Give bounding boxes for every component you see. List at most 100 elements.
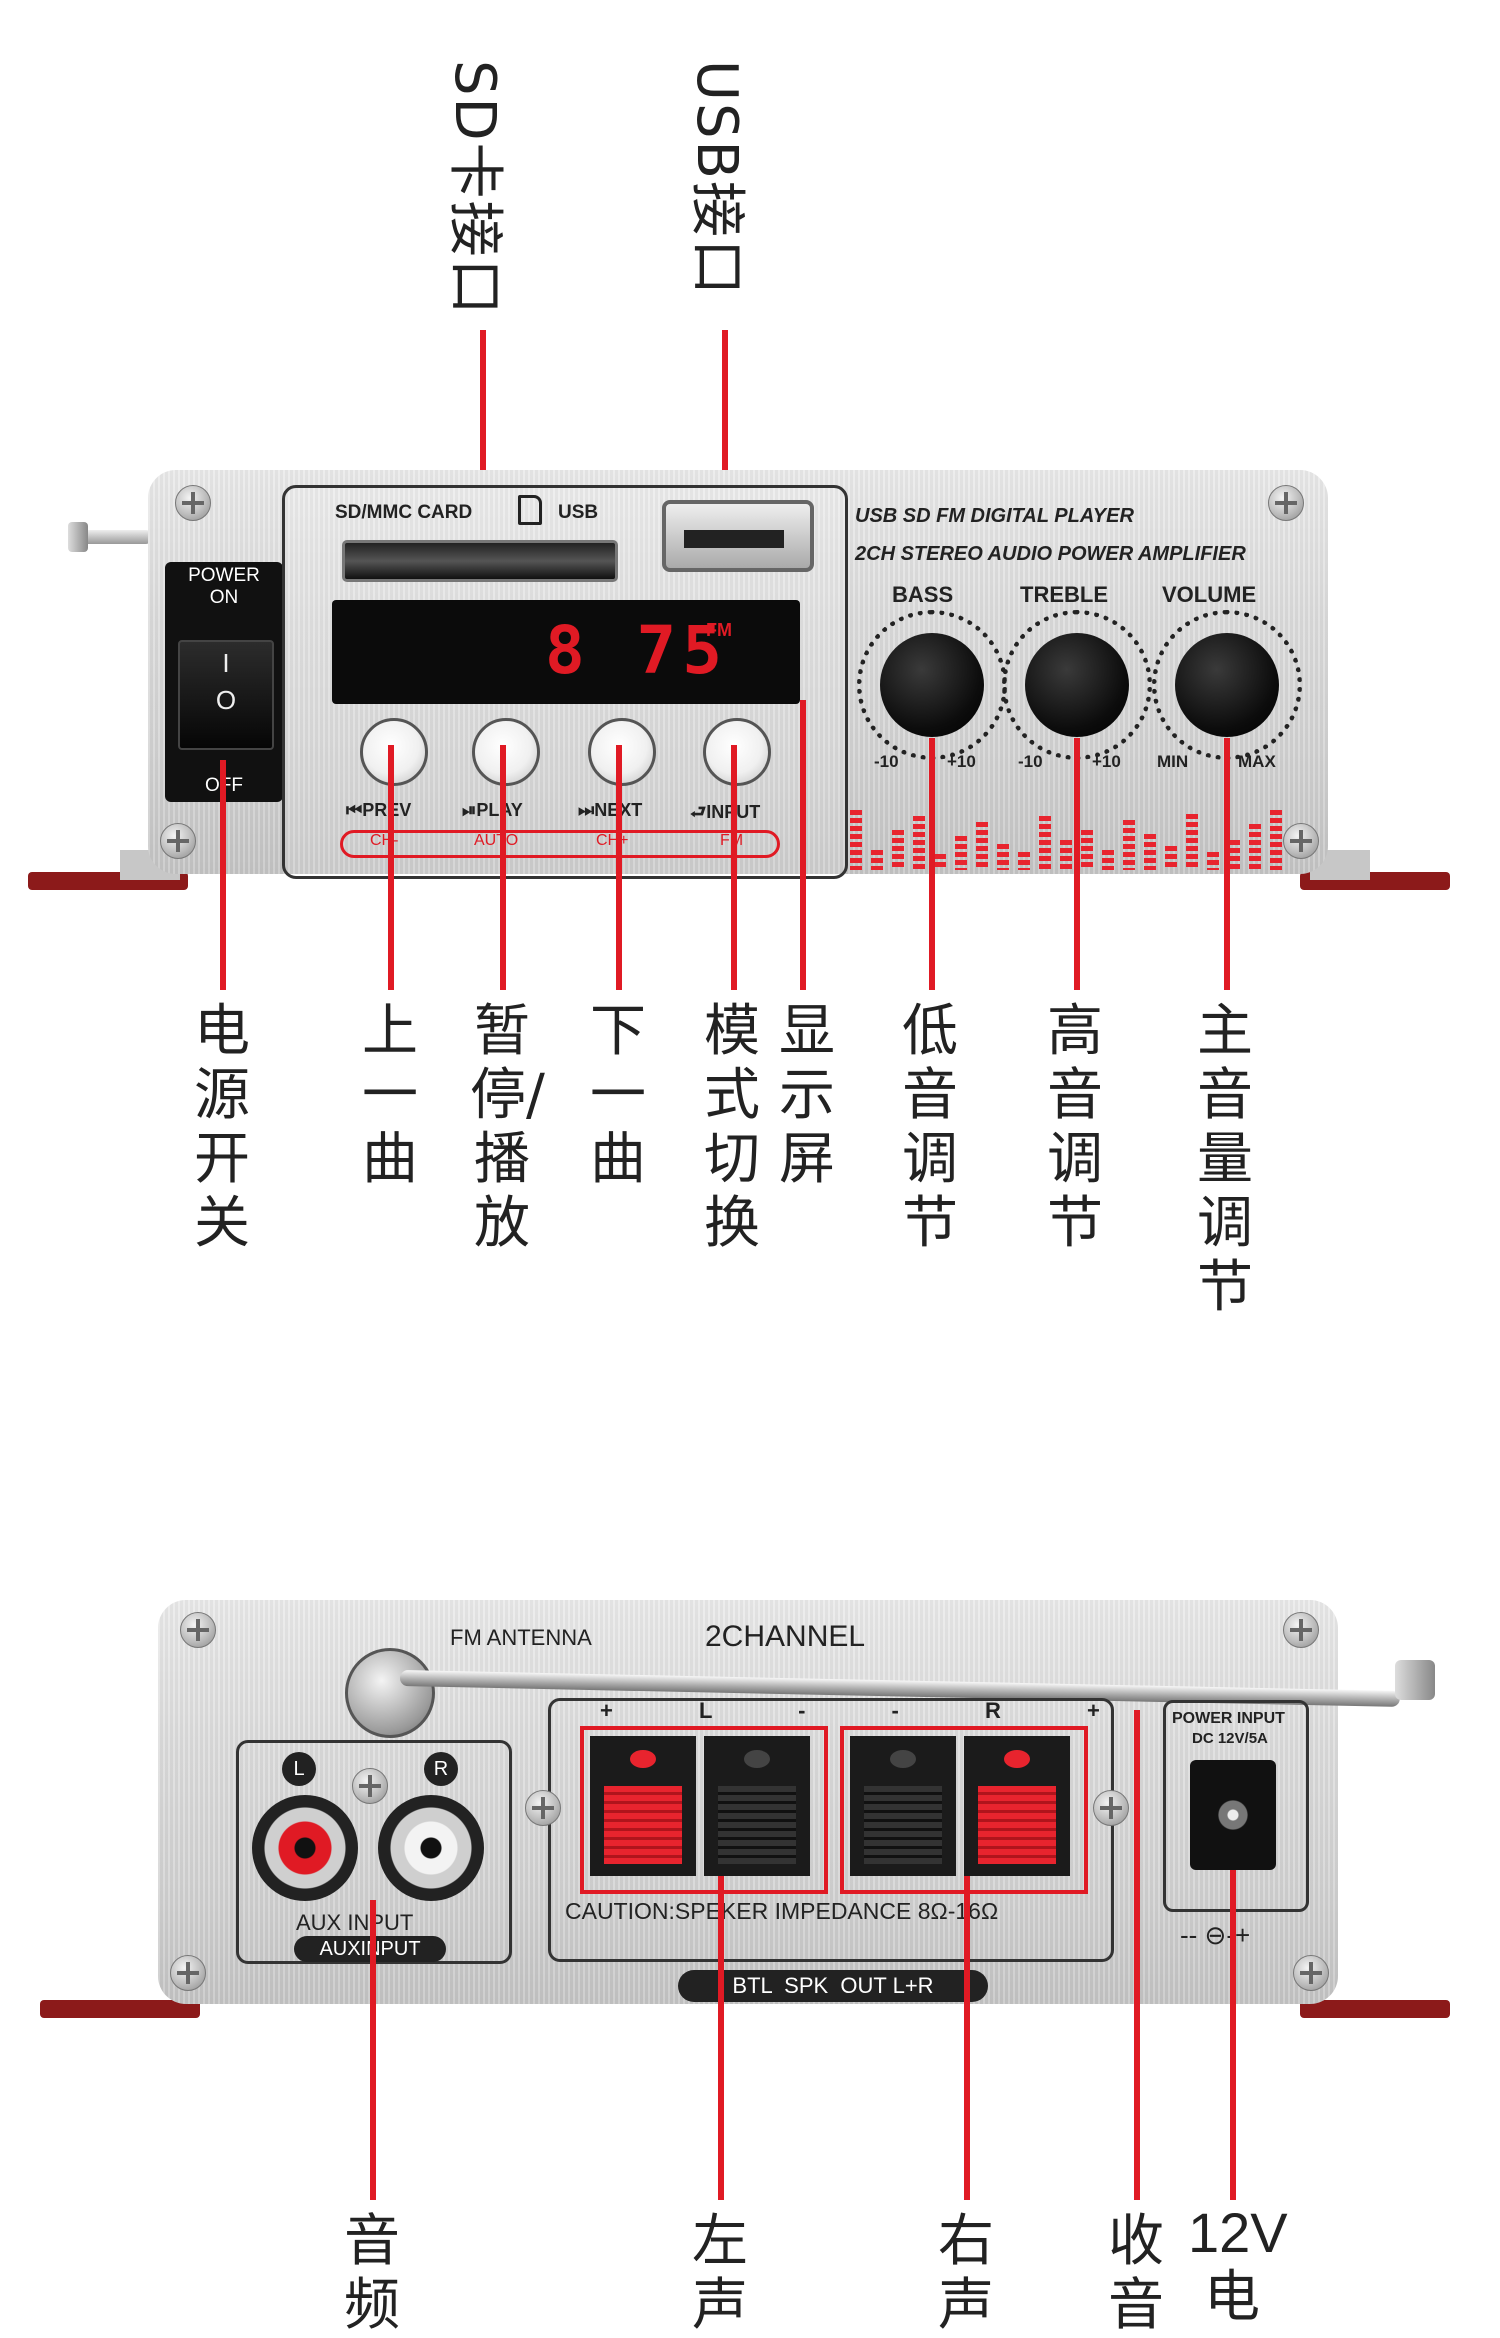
product-title-line1: USB SD FM DIGITAL PLAYER [855,505,1134,527]
screw-icon [180,1612,216,1648]
label-display: 显示屏 [779,999,835,1192]
next-button[interactable] [588,718,656,786]
ch-minus-label: CH- [370,832,399,849]
volume-knob[interactable] [1175,633,1279,737]
switch-on-mark: I [222,648,230,678]
screw-icon [1093,1790,1129,1826]
volume-max: MAX [1238,752,1276,771]
caution-label: CAUTION:SPEKER IMPEDANCE 8Ω-16Ω [565,1898,999,1924]
product-title-line2: 2CH STEREO AUDIO POWER AMPLIFIER [855,543,1246,565]
label-right-speaker: 右声 [938,2209,994,2338]
right-minus-terminal[interactable] [850,1736,956,1876]
callout-line-left-speaker [718,1876,724,2200]
auto-label: AUTO [474,832,519,849]
equalizer-bar [1081,830,1093,870]
right-foot [1300,2000,1450,2018]
screw-icon [352,1768,388,1804]
rca-left-jack[interactable] [252,1795,358,1901]
callout-usb-port: USB接口 [684,60,749,297]
equalizer-bar [1102,850,1114,870]
equalizer-bar [1165,846,1177,870]
equalizer-bar [1207,852,1219,870]
callout-line-prev [388,745,394,990]
input-mode-button[interactable] [703,718,771,786]
ch-plus-label: CH+ [596,832,629,849]
equalizer-bar [934,854,946,870]
callout-line-power [220,760,226,990]
switch-off-mark: O [215,685,237,715]
power-switch[interactable]: I O [178,640,274,750]
equalizer-bar [1039,816,1051,870]
treble-min: -10 [1018,752,1043,771]
label-treble-adjust: 高音调节 [1047,999,1103,1256]
left-plus-terminal[interactable] [590,1736,696,1876]
callout-line-power-input [1230,1870,1236,2200]
aux-l-badge: L [282,1752,316,1786]
screw-icon [1283,823,1319,859]
label-power-char: 电 [1204,2265,1260,2330]
callout-line-bass [929,738,935,990]
display-frequency: 8 75 [545,612,728,689]
bass-label: BASS [892,582,954,607]
antenna-base [345,1648,435,1738]
display-fm-indicator: FM [706,620,732,640]
callout-sd-card-slot: SD卡接口 [442,60,507,317]
equalizer-bar [871,850,883,870]
equalizer-bar [1060,840,1072,870]
label-play-pause: 暂停/播放 [470,999,545,1256]
equalizer-bar [1144,834,1156,870]
callout-line-treble [1074,738,1080,990]
sd-mmc-label: SD/MMC CARD [335,502,473,523]
left-speaker-terminal-group [580,1726,828,1894]
label-volume-adjust: 主音量调节 [1197,999,1253,1320]
equalizer-bar [997,844,1009,870]
equalizer-bar [1249,824,1261,870]
sd-card-slot[interactable] [342,540,618,582]
volume-min: MIN [1157,752,1189,771]
button-subtitle-bar [340,830,780,858]
label-antenna: 收音 [1108,2209,1164,2338]
antenna-tip [1395,1660,1435,1700]
usb-label: USB [558,502,599,523]
rca-right-jack[interactable] [378,1795,484,1901]
bass-min: -10 [874,752,899,771]
label-mode-switch: 模式切换 [704,999,760,1256]
callout-line-play [500,745,506,990]
fm-antenna-label: FM ANTENNA [450,1625,592,1650]
callout-line-aux [370,1900,376,2200]
dc-power-jack[interactable] [1190,1760,1276,1870]
equalizer-bar [1186,814,1198,870]
callout-line-usb [722,330,728,500]
equalizer-bar [850,810,862,870]
left-minus-terminal[interactable] [704,1736,810,1876]
front-panel-diagram: SD卡接口 USB接口 POWER ON I O OFF SD/MMC CARD… [28,60,1450,1320]
treble-knob[interactable] [1025,633,1129,737]
screw-icon [1293,1955,1329,1991]
right-plus-terminal[interactable] [964,1736,1070,1876]
callout-line-right-speaker [964,1876,970,2200]
screw-icon [175,485,211,521]
play-pause-button[interactable] [472,718,540,786]
label-12v: 12V [1188,2201,1288,2264]
bass-knob[interactable] [880,633,984,737]
equalizer-bar [892,830,904,870]
prev-button[interactable] [360,718,428,786]
equalizer-decoration [850,800,1290,870]
input-label: ⮐INPUT [690,802,761,822]
label-audio-input: 音频 [344,2209,400,2338]
prev-label: ⏮PREV [346,800,412,820]
equalizer-bar [976,822,988,870]
callout-line-display [800,700,806,990]
power-on-label: POWER ON [188,565,260,608]
equalizer-bar [1228,840,1240,870]
equalizer-bar [1018,852,1030,870]
label-left-speaker: 左声 [692,2209,748,2338]
antenna-stub-cap [68,522,88,552]
led-display [332,600,800,704]
usb-port[interactable] [662,500,814,572]
callout-line-next [616,745,622,990]
treble-label: TREBLE [1020,582,1108,607]
power-input-label: POWER INPUT [1172,1710,1285,1727]
speaker-polarity-marks: + L - - R + [600,1698,1140,1723]
equalizer-bar [955,836,967,870]
